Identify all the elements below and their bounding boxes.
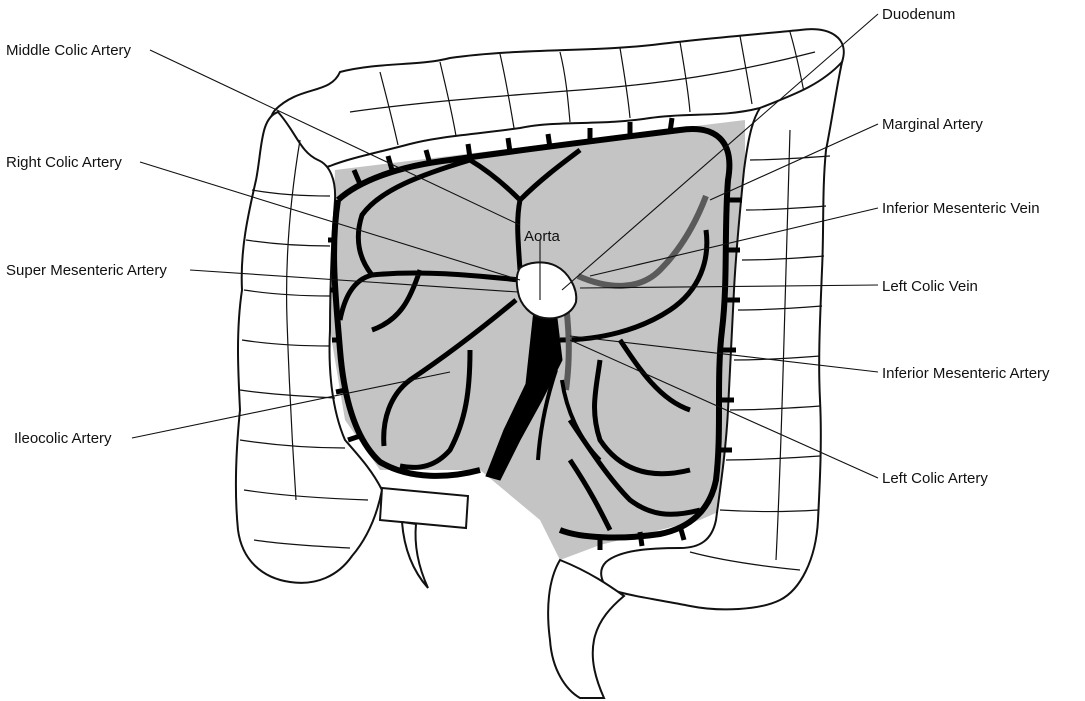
appendix xyxy=(402,522,428,588)
label-aorta: Aorta xyxy=(524,228,561,245)
label-ileocolic-artery: Ileocolic Artery xyxy=(14,430,112,447)
label-inferior-mesenteric-vein: Inferior Mesenteric Vein xyxy=(882,200,1040,217)
label-super-mesenteric-artery: Super Mesenteric Artery xyxy=(6,262,167,279)
label-left-colic-vein: Left Colic Vein xyxy=(882,278,978,295)
terminal-ileum xyxy=(380,488,468,528)
label-middle-colic-artery: Middle Colic Artery xyxy=(6,42,132,59)
label-right-colic-artery: Right Colic Artery xyxy=(6,154,122,171)
label-duodenum: Duodenum xyxy=(882,6,955,23)
label-marginal-artery: Marginal Artery xyxy=(882,116,983,133)
label-left-colic-artery: Left Colic Artery xyxy=(882,470,988,487)
label-inferior-mesenteric-artery: Inferior Mesenteric Artery xyxy=(882,365,1050,382)
